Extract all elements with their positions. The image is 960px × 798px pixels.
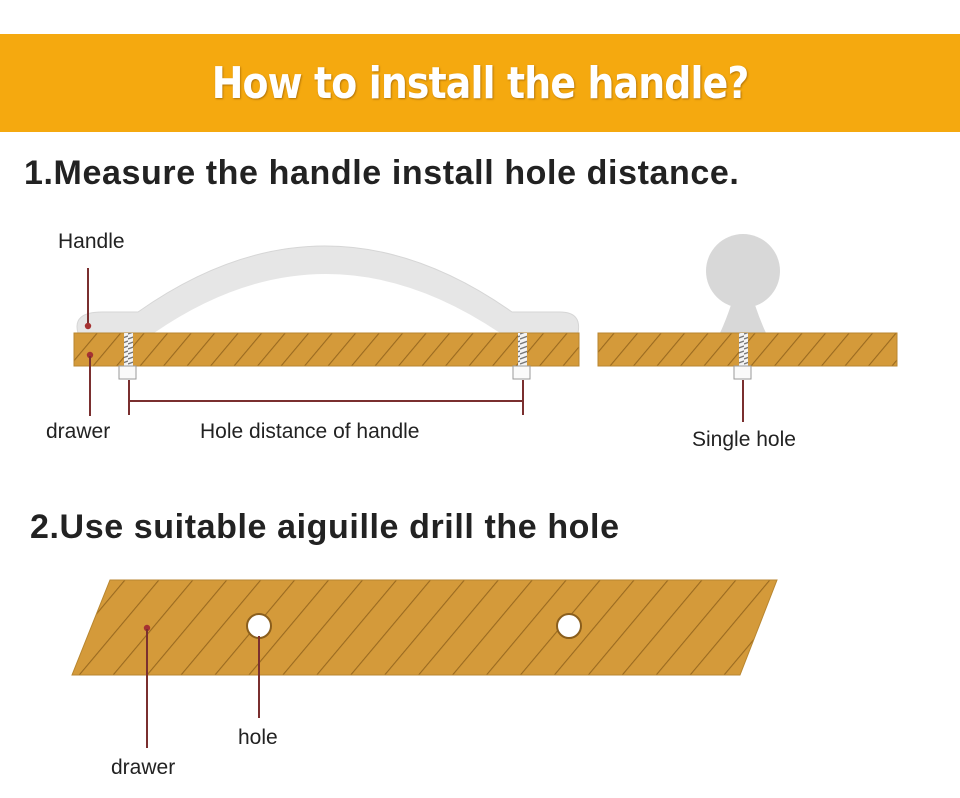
hole-distance-dimension xyxy=(128,380,524,415)
label-single-hole: Single hole xyxy=(692,428,796,451)
handle-dot xyxy=(84,322,92,330)
step2-title: 2.Use suitable aiguille drill the hole xyxy=(30,508,620,546)
label-hole: hole xyxy=(238,726,278,749)
screw-right xyxy=(512,333,531,380)
screw-left xyxy=(118,333,137,380)
label-hole-distance: Hole distance of handle xyxy=(200,420,420,443)
drawer2-dot xyxy=(143,624,151,632)
knob xyxy=(706,234,780,333)
drill-hole-left xyxy=(246,613,272,639)
label-drawer-2: drawer xyxy=(111,756,176,779)
drilled-board xyxy=(71,579,778,676)
drill-hole-right xyxy=(556,613,582,639)
drawer-dot xyxy=(86,351,94,359)
screw-single xyxy=(733,333,752,380)
drawer-board xyxy=(73,332,580,367)
label-handle: Handle xyxy=(58,230,125,253)
step1-title: 1.Measure the handle install hole distan… xyxy=(24,154,740,192)
label-drawer: drawer xyxy=(46,420,111,443)
banner-title: How to install the handle? xyxy=(211,57,750,109)
arch-handle xyxy=(76,245,580,334)
header-banner: How to install the handle? xyxy=(0,34,960,132)
